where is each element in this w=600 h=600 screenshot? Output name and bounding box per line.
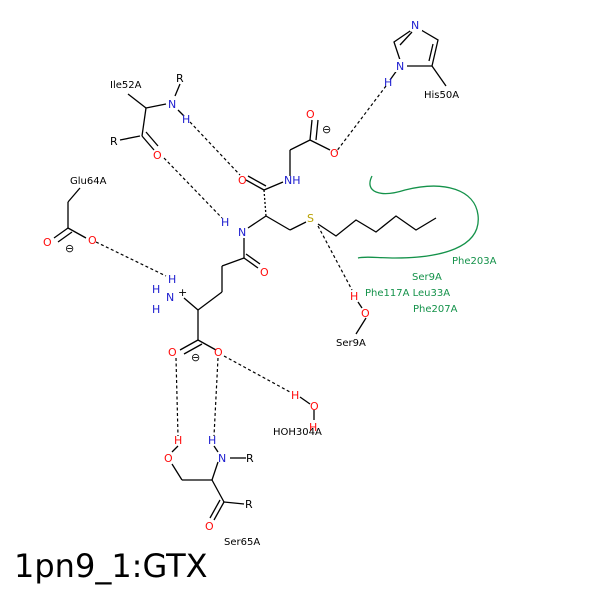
glu-charge-minus: ⊖	[191, 351, 200, 364]
ser9-residue: H O Ser9A	[336, 290, 370, 349]
ser65-r1-atom: R	[246, 452, 254, 465]
ser9-o-atom: O	[361, 307, 370, 320]
glu-h2-atom: H	[152, 283, 160, 296]
hoh304-o-atom: O	[310, 400, 319, 413]
hbond-ile52-n	[189, 121, 241, 176]
hbond-ser9	[317, 225, 353, 291]
hydrogen-bonds	[95, 85, 387, 437]
ser9-label: Ser9A	[336, 338, 366, 349]
ile52-label: Ile52A	[110, 80, 142, 91]
glu-charge-plus: +	[178, 286, 187, 299]
ser65-og-atom: O	[164, 452, 173, 465]
hoh304-label: HOH304A	[273, 427, 322, 438]
ser65-nh-h-atom: H	[208, 434, 216, 447]
glu-n-atom: N	[166, 291, 174, 304]
his50-n-atom: N	[411, 19, 419, 32]
imidazole-ring	[393, 26, 439, 67]
cys-n-atom: N	[238, 226, 246, 239]
ile52-o-atom: O	[153, 149, 162, 162]
cys-o-atom: O	[238, 174, 247, 187]
hoh304-residue: H O H HOH304A	[273, 389, 322, 438]
hbond-ile52-o	[163, 157, 223, 219]
glu64-label: Glu64A	[70, 176, 107, 187]
cys-h-atom: H	[221, 216, 229, 229]
hoh304-h2-atom: H	[309, 421, 317, 434]
sulfur-atom: S	[307, 212, 314, 225]
hydrophobic-phe203: Phe203A	[452, 256, 497, 267]
hydrophobic-ser9: Ser9A	[412, 272, 442, 283]
hydrophobic-phe117-leu33: Phe117A Leu33A	[365, 288, 450, 299]
ser65-residue: H O H N R R O Ser65A	[164, 434, 260, 548]
ser65-o-atom: O	[205, 520, 214, 533]
ile52-h-atom: H	[182, 113, 190, 126]
gly-o2-atom: O	[330, 147, 339, 160]
glu-h3-atom: H	[152, 303, 160, 316]
gly-nh-atom: NH	[284, 174, 301, 187]
hexyl-chain	[317, 215, 437, 237]
glu64-o2-atom: O	[88, 234, 97, 247]
hbond-ser65-n	[213, 357, 219, 437]
glu64-residue: Glu64A O O ⊖	[43, 176, 107, 255]
ser65-r2-atom: R	[245, 498, 253, 511]
his50-residue: N N H His50A	[384, 18, 459, 101]
ser65-label: Ser65A	[224, 537, 260, 548]
glu-o1-atom: O	[168, 346, 177, 359]
ile52-residue: Ile52A R N H R O	[110, 72, 190, 162]
hbond-ser65-og	[175, 357, 179, 437]
ser9-h-atom: H	[350, 290, 358, 303]
hydrophobic-phe207: Phe207A	[413, 304, 458, 315]
hoh304-h1-atom: H	[291, 389, 299, 402]
gly-charge: ⊖	[322, 123, 331, 136]
his50-h-atom: H	[384, 76, 392, 89]
hydrophobic-arc	[357, 175, 479, 259]
hbond-hoh304	[223, 355, 291, 393]
ile52-r2-atom: R	[110, 135, 118, 148]
glu-h1-atom: H	[168, 273, 176, 286]
hbond-his50	[335, 85, 387, 153]
ser65-oh-h-atom: H	[174, 434, 182, 447]
his50-ne-atom: N	[396, 60, 404, 73]
glu64-charge: ⊖	[65, 242, 74, 255]
diagram-title: 1pn9_1:GTX	[14, 547, 208, 585]
hbond-glu64	[95, 241, 167, 277]
glu-o-atom: O	[260, 266, 269, 279]
glu-o2-atom: O	[214, 346, 223, 359]
ile52-r1-atom: R	[176, 72, 184, 85]
ser65-n-atom: N	[218, 452, 226, 465]
glu64-o1-atom: O	[43, 236, 52, 249]
ligand-glutamyl: O H H N + H O O ⊖	[152, 238, 269, 364]
ile52-n-atom: N	[168, 98, 176, 111]
ligand-glycine: O O ⊖ NH	[284, 108, 339, 187]
gly-o1-atom: O	[306, 108, 315, 121]
his50-label: His50A	[424, 90, 459, 101]
ligand-cysteine: O N H S	[221, 174, 314, 239]
